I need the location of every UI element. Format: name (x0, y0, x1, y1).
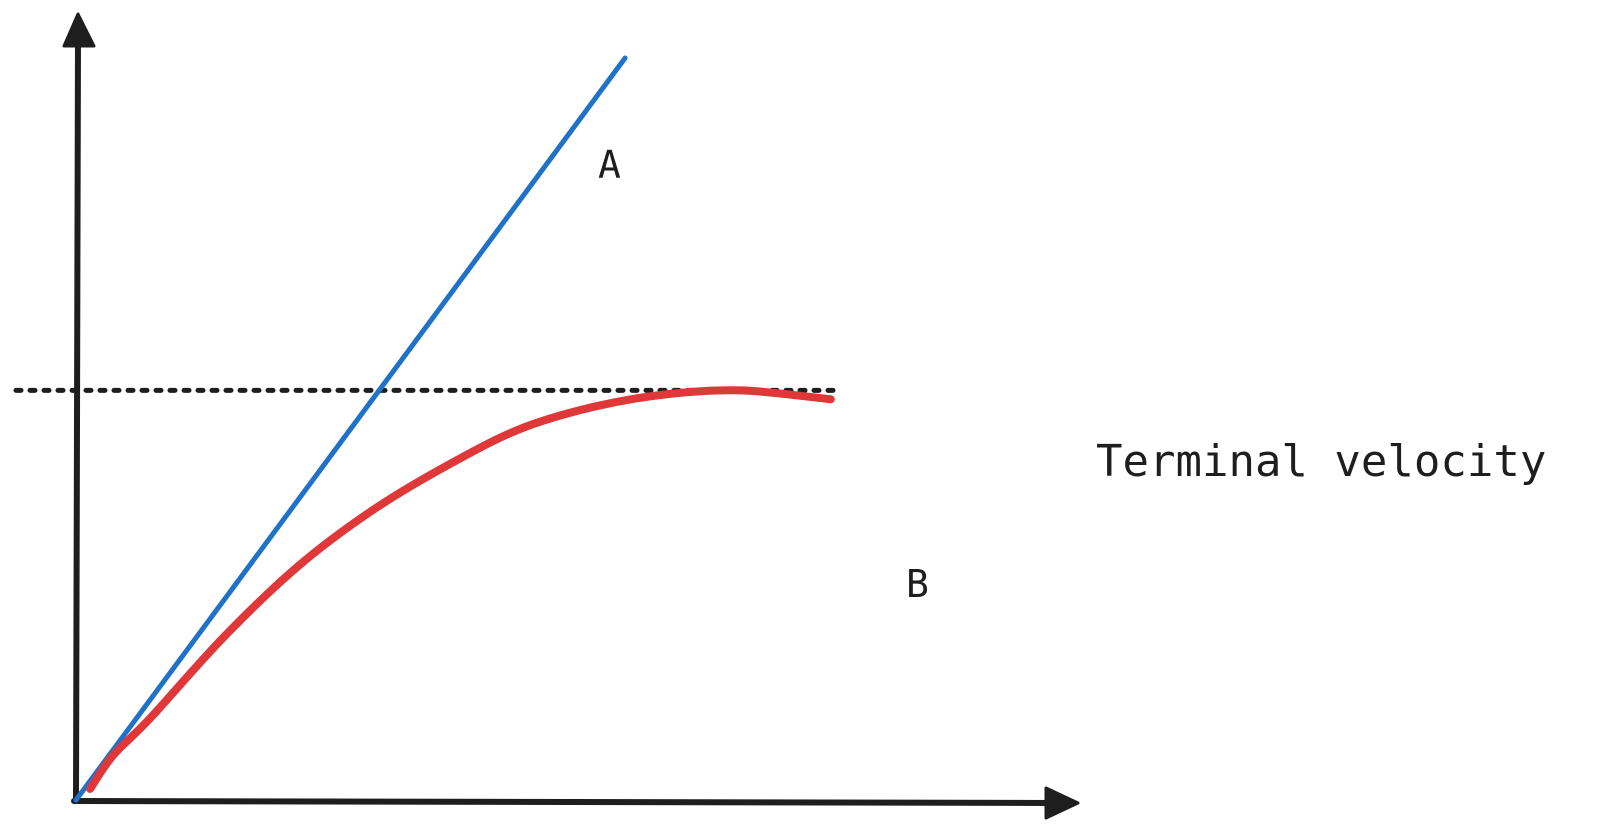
terminal-velocity-label: Terminal velocity (1096, 436, 1546, 487)
series-a-line (73, 55, 628, 803)
series-b-curve (86, 386, 835, 793)
series-layer (73, 55, 835, 803)
series-label-b: B (906, 562, 929, 606)
label-layer: A B Terminal velocity (598, 143, 1546, 606)
x-axis (71, 798, 1053, 806)
y-axis-arrowhead (62, 12, 96, 48)
x-axis-arrowhead (1044, 786, 1080, 820)
series-label-a: A (598, 143, 621, 187)
y-axis (73, 37, 81, 803)
axes (62, 12, 1080, 820)
